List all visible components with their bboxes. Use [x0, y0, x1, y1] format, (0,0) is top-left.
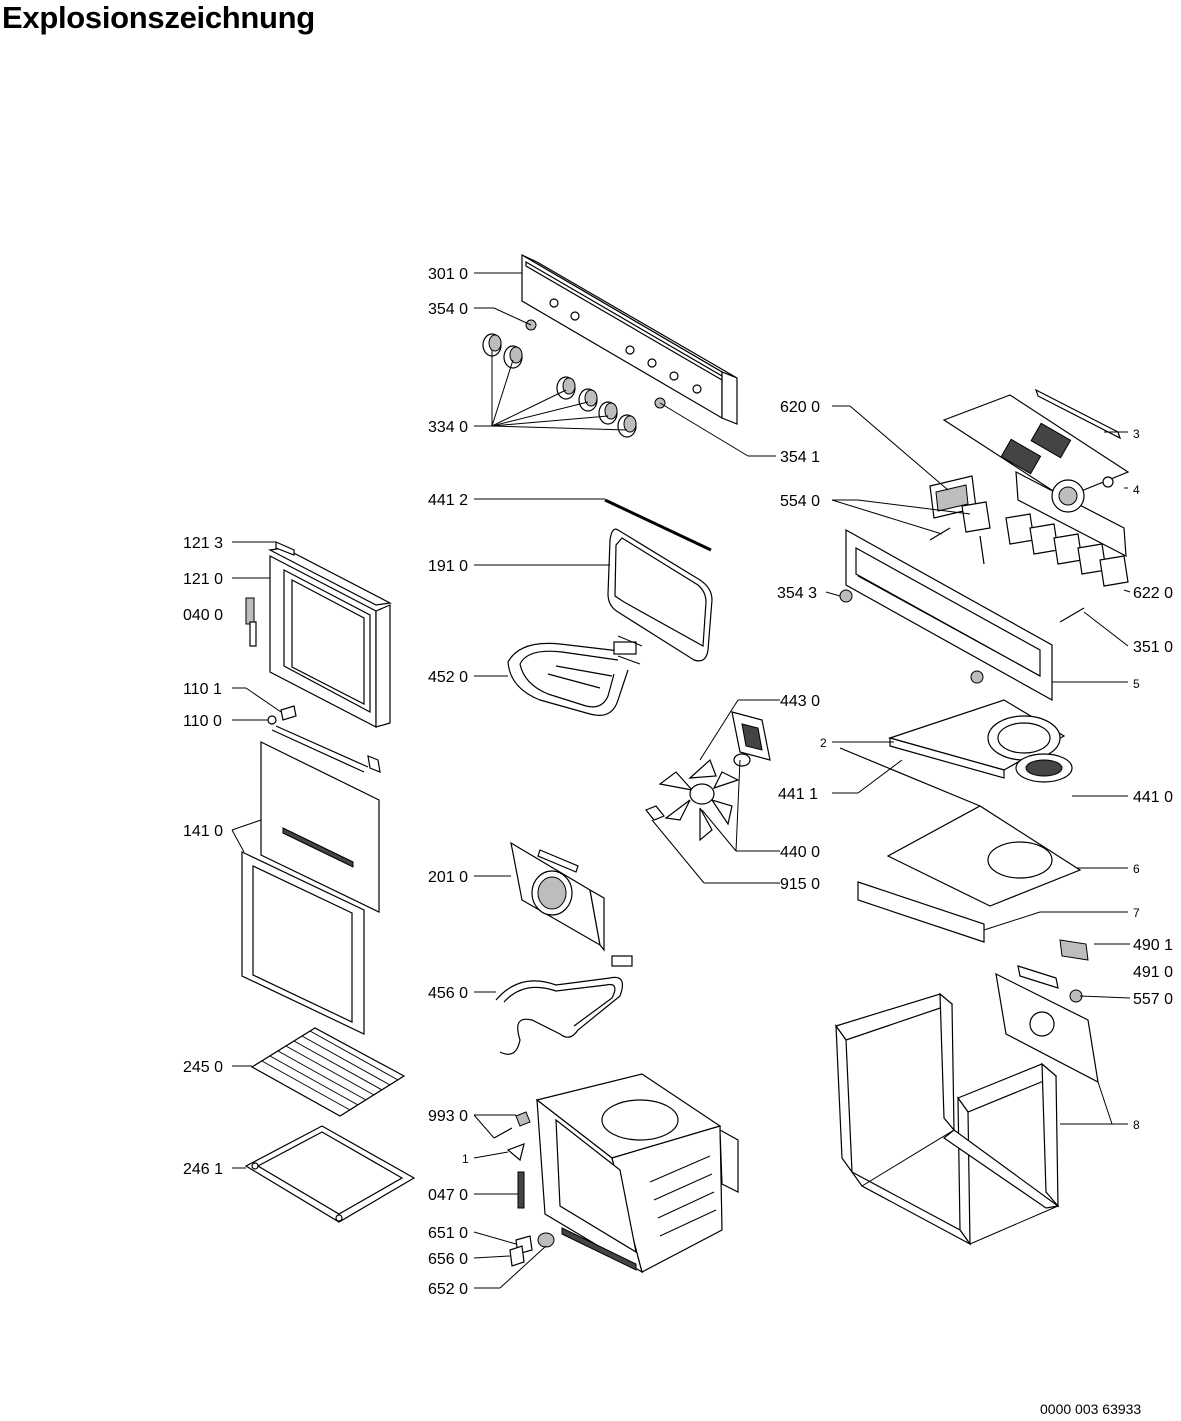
- label-3: 3: [1133, 427, 1140, 441]
- label-6: 6: [1133, 862, 1140, 876]
- label-993: 993 0: [428, 1108, 468, 1125]
- label-5: 5: [1133, 677, 1140, 691]
- label-246: 246 1: [183, 1161, 223, 1178]
- fan-cover-drawing: [510, 841, 605, 952]
- label-622: 622 0: [1133, 585, 1173, 602]
- label-8: 8: [1133, 1118, 1140, 1132]
- front-frame-drawing: [839, 528, 1053, 702]
- wire-shelf-drawing: [250, 1027, 406, 1117]
- label-191: 191 0: [428, 558, 468, 575]
- page-title: Explosionszeichnung: [2, 0, 315, 35]
- leader-lines: [231, 272, 1131, 1289]
- oven-cavity-drawing: [535, 1073, 739, 1274]
- label-441-0: 441 0: [1133, 789, 1173, 806]
- fan-motor-drawing: [645, 711, 771, 842]
- label-7: 7: [1133, 906, 1140, 920]
- label-354-1: 354 1: [780, 449, 820, 466]
- bottom-heater-drawing: [495, 955, 633, 1055]
- switch-components-drawing: [929, 475, 1129, 623]
- label-141: 141 0: [183, 823, 223, 840]
- label-121-3: 121 3: [183, 535, 223, 552]
- label-452: 452 0: [428, 669, 468, 686]
- label-620: 620 0: [780, 399, 820, 416]
- label-441-2: 441 2: [428, 492, 468, 509]
- label-354-3: 354 3: [777, 585, 817, 602]
- document-number: 0000 003 63933: [1040, 1401, 1142, 1417]
- label-651: 651 0: [428, 1225, 468, 1242]
- air-duct-drawing: [839, 699, 1082, 943]
- label-351: 351 0: [1133, 639, 1173, 656]
- small-parts-drawing: [493, 1111, 555, 1267]
- label-110-0: 110 0: [183, 713, 222, 730]
- label-557: 557 0: [1133, 991, 1173, 1008]
- housing-drawing: [835, 939, 1099, 1246]
- top-heater-drawing: [507, 635, 643, 716]
- label-2: 2: [820, 736, 827, 750]
- label-334: 334 0: [428, 419, 468, 436]
- door-seal-drawing: [604, 498, 713, 662]
- label-201: 201 0: [428, 869, 468, 886]
- callout-labels: 301 0 354 0 334 0 354 1 441 2 191 0 452 …: [183, 266, 1173, 1298]
- label-047: 047 0: [428, 1187, 468, 1204]
- label-440: 440 0: [780, 844, 820, 861]
- door-frame-drawing: [245, 541, 392, 728]
- label-040: 040 0: [183, 607, 223, 624]
- baking-tray-drawing: [244, 1125, 416, 1223]
- label-652: 652 0: [428, 1281, 468, 1298]
- label-441-1: 441 1: [778, 786, 818, 803]
- top-cover-drawing: [942, 388, 1130, 558]
- label-443: 443 0: [780, 693, 820, 710]
- label-301: 301 0: [428, 266, 468, 283]
- label-245: 245 0: [183, 1059, 223, 1076]
- label-4: 4: [1133, 483, 1140, 497]
- label-491: 491 0: [1133, 964, 1173, 981]
- control-panel-drawing: [521, 253, 738, 425]
- label-915: 915 0: [780, 876, 820, 893]
- door-glass-drawing: [241, 741, 380, 1035]
- label-121-0: 121 0: [183, 571, 223, 588]
- label-656: 656 0: [428, 1251, 468, 1268]
- label-554: 554 0: [780, 493, 820, 510]
- label-110-1: 110 1: [183, 681, 222, 698]
- label-1: 1: [462, 1152, 469, 1166]
- label-490-1: 490 1: [1133, 937, 1173, 954]
- label-354-0: 354 0: [428, 301, 468, 318]
- label-456: 456 0: [428, 985, 468, 1002]
- hinge-drawing: [267, 705, 381, 773]
